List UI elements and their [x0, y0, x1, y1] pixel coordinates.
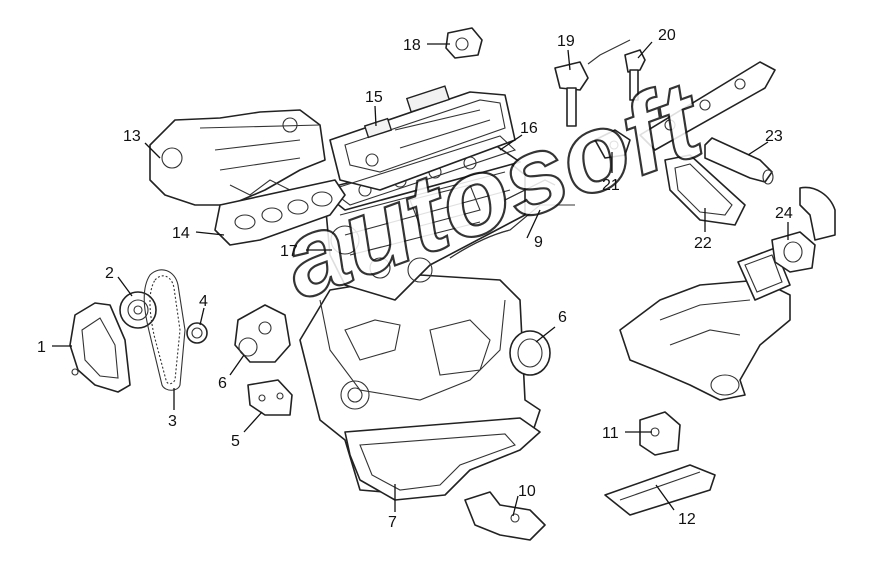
- throttle-body: [771, 231, 816, 273]
- callout-3: 3: [168, 413, 177, 430]
- callout-11: 11: [602, 425, 619, 442]
- intake-manifold: [149, 109, 326, 206]
- oil-filter-housing: [445, 27, 483, 59]
- callout-labels: 1 2 3 4 5 6 6 7 9 10 11 12 13 14 15 16 1…: [37, 27, 793, 531]
- engine-mount-bracket: [464, 491, 546, 541]
- leader-lines: [52, 41, 789, 517]
- callout-14: 14: [172, 225, 190, 242]
- callout-6-crank-seal: 6: [558, 309, 567, 326]
- callout-21: 21: [602, 177, 620, 194]
- oil-pan: [344, 417, 541, 501]
- callout-1: 1: [37, 339, 46, 356]
- intake-hose: [799, 186, 836, 241]
- callout-12: 12: [678, 511, 696, 528]
- callout-20: 20: [658, 27, 676, 44]
- callout-22: 22: [694, 235, 712, 252]
- callout-5: 5: [231, 433, 240, 450]
- heat-shield: [664, 154, 746, 226]
- callout-16: 16: [520, 120, 538, 137]
- coolant-pipe: [449, 179, 575, 259]
- sensor: [594, 129, 631, 159]
- callout-2: 2: [105, 265, 114, 282]
- callout-6-water-pump: 6: [218, 375, 227, 392]
- engine-mount: [639, 411, 681, 456]
- pump-bracket: [247, 379, 293, 416]
- callout-10: 10: [518, 483, 536, 500]
- callout-4: 4: [199, 293, 208, 310]
- timing-belt: [143, 269, 186, 391]
- callout-19: 19: [557, 33, 575, 50]
- callout-13: 13: [123, 128, 141, 145]
- callout-9: 9: [534, 234, 543, 251]
- belt-tensioner: [186, 322, 208, 344]
- air-hose: [704, 137, 774, 185]
- callout-24: 24: [775, 205, 793, 222]
- intake-gasket: [214, 179, 346, 246]
- crankshaft-seal: [509, 330, 551, 376]
- callout-23: 23: [765, 128, 783, 145]
- callout-15: 15: [365, 89, 383, 106]
- exhaust-manifold: [619, 279, 791, 401]
- ignition-coil: [554, 39, 631, 127]
- valve-cover-gasket: [328, 135, 517, 206]
- fuel-rail: [639, 61, 776, 151]
- water-pump: [234, 304, 291, 363]
- callout-17: 17: [280, 243, 298, 260]
- callout-18: 18: [403, 37, 421, 54]
- callout-7: 7: [388, 514, 397, 531]
- timing-cover: [69, 302, 131, 393]
